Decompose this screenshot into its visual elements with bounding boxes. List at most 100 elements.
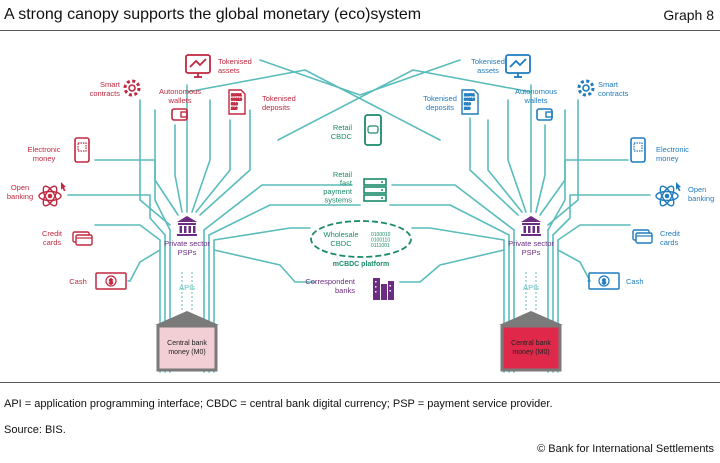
branch-line: [191, 99, 211, 213]
right-apis-label: APIs: [523, 283, 539, 292]
branch-line: [174, 124, 183, 213]
credit-card-icon: [72, 231, 93, 246]
left-apis: APIs: [179, 272, 195, 312]
left-apis-label: APIs: [179, 283, 195, 292]
phone-qr-icon: [74, 137, 90, 163]
monitor-chart-icon: [185, 54, 211, 78]
branch-line: [507, 99, 527, 213]
branch-line: [213, 227, 311, 241]
branch-line: [186, 69, 441, 141]
branch-line: [391, 184, 515, 231]
branch-line: [539, 109, 566, 216]
mcbdc-platform-outline: [310, 220, 412, 258]
branch-line: [67, 194, 166, 236]
branch-line: [557, 224, 631, 241]
banknote-icon: $: [588, 272, 620, 290]
top-rule: [0, 30, 720, 31]
branch-line: [469, 117, 519, 216]
left-cash: Cash $: [69, 272, 127, 290]
branch-line: [552, 194, 651, 236]
branch-line: [195, 119, 231, 213]
branch-line: [127, 249, 161, 282]
branch-line: [94, 224, 161, 241]
copyright-notice: © Bank for International Settlements: [537, 443, 714, 455]
branch-line: [557, 249, 591, 282]
credit-card-icon: [632, 229, 653, 244]
branch-line: [259, 59, 461, 96]
branch-line: [213, 249, 316, 283]
graph-title: A strong canopy supports the global mone…: [4, 6, 422, 23]
left-cash-label: Cash: [69, 277, 87, 286]
atom-icon: [38, 182, 66, 207]
gear-icon: [577, 79, 595, 97]
branch-line: [154, 109, 179, 216]
footnote: API = application programming interface;…: [4, 398, 553, 410]
monitor-chart-icon: [505, 54, 531, 78]
atom-icon: [655, 182, 681, 207]
graph-number: Graph 8: [663, 7, 714, 23]
branch-line: [208, 204, 361, 236]
branch-line: [547, 99, 579, 226]
branch-line: [199, 109, 251, 216]
wallet-icon: [171, 108, 188, 121]
right-apis: APIs: [523, 272, 539, 312]
bottom-rule: [0, 382, 720, 383]
bank-building-icon: [521, 216, 541, 236]
branch-line: [399, 249, 505, 283]
dollar-sign: $: [109, 279, 113, 286]
mcbdc-platform-label: mCBDC platform: [333, 261, 389, 268]
gear-icon: [123, 79, 141, 97]
server-icon: [363, 178, 387, 202]
banknote-icon: $: [95, 272, 127, 290]
bank-building-icon: [177, 216, 197, 236]
branch-line: [411, 227, 505, 241]
branch-lines: [67, 59, 651, 373]
phone-cbdc-icon: [364, 114, 382, 146]
